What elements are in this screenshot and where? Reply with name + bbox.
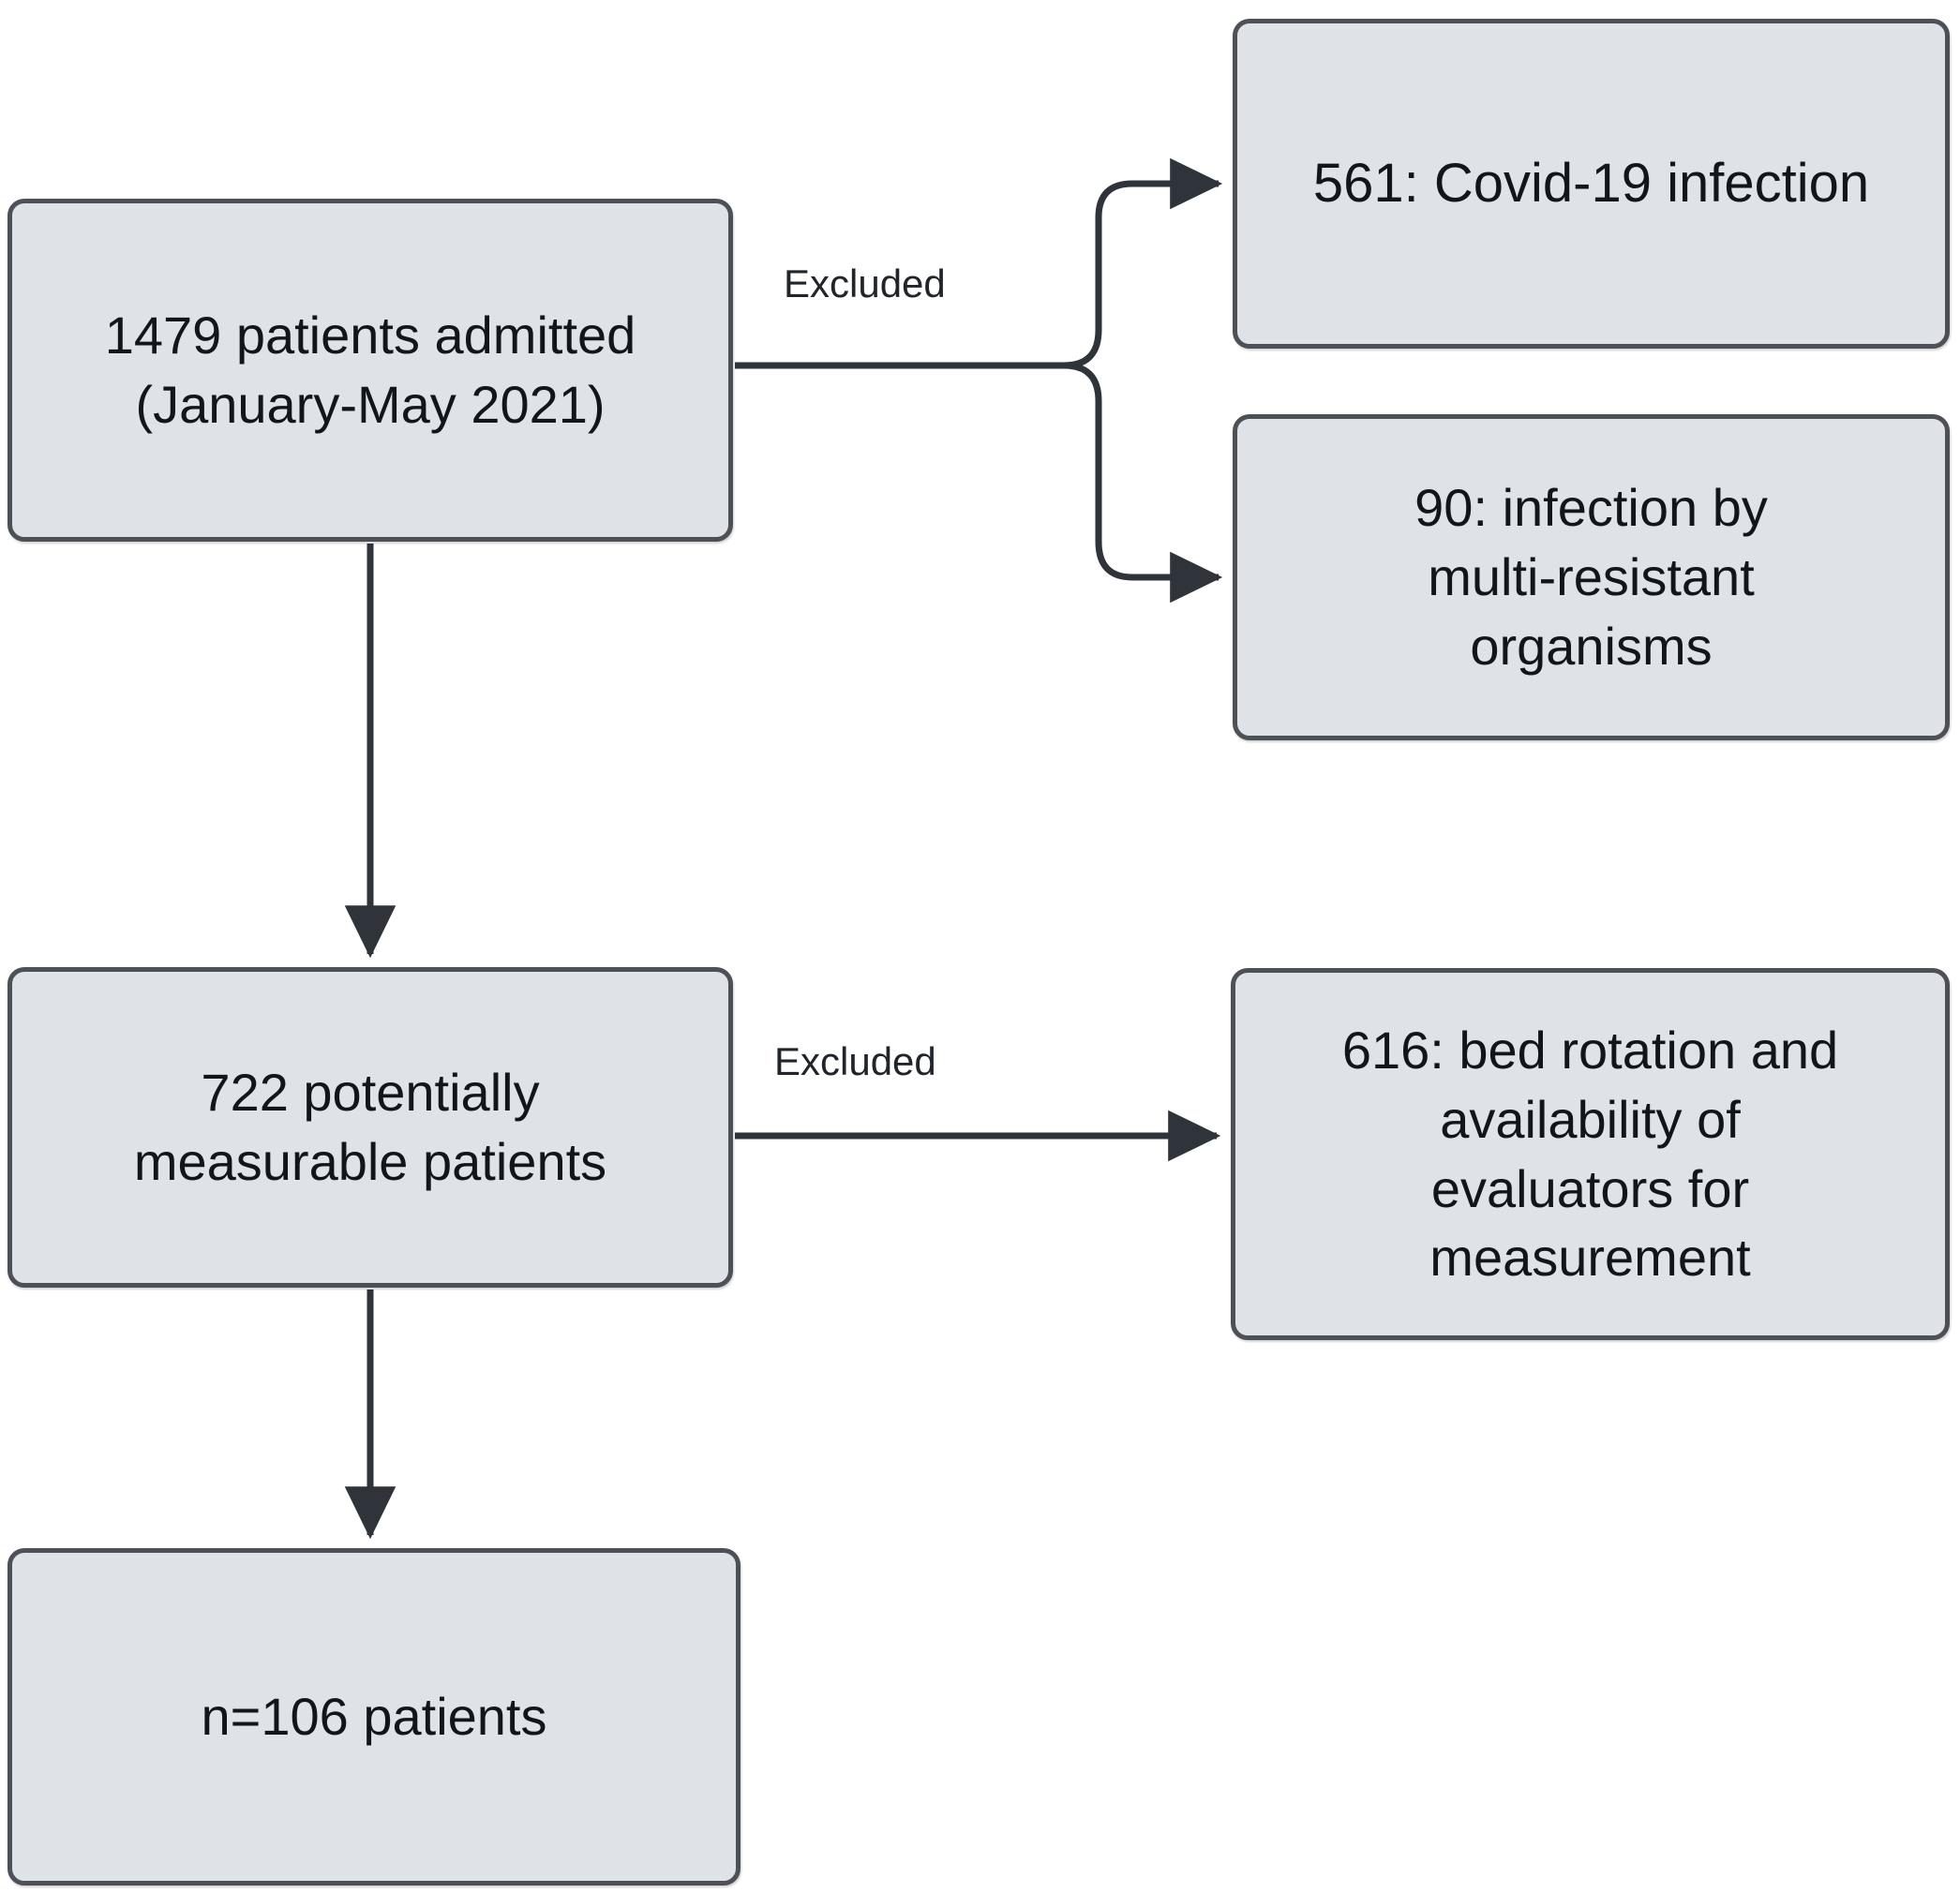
node-potentially-measurable[interactable]: 722 potentially measurable patients [7, 967, 733, 1288]
node-excluded-covid[interactable]: 561: Covid-19 infection [1233, 19, 1950, 349]
node-final-sample[interactable]: n=106 patients [7, 1548, 741, 1886]
node-bedrot-label: 616: bed rotation and availability of ev… [1341, 1020, 1839, 1288]
edge-label-excluded-top: Excluded [784, 261, 946, 306]
node-patients-admitted[interactable]: 1479 patients admitted (January-May 2021… [7, 199, 733, 542]
node-admitted-label: 1479 patients admitted (January-May 2021… [104, 306, 636, 434]
node-measurable-label: 722 potentially measurable patients [133, 1063, 607, 1191]
node-excluded-bed-rotation[interactable]: 616: bed rotation and availability of ev… [1231, 968, 1950, 1340]
node-excluded-multi-resistant[interactable]: 90: infection by multi-resistant organis… [1233, 414, 1950, 740]
node-final-label: n=106 patients [201, 1687, 547, 1747]
node-mdro-label: 90: infection by multi-resistant organis… [1414, 478, 1768, 676]
edge-admitted-to-mdro [1063, 362, 1223, 604]
node-covid-label: 561: Covid-19 infection [1312, 152, 1870, 214]
edge-admitted-to-covid [1063, 157, 1223, 369]
edge-label-excluded-bottom: Excluded [774, 1039, 936, 1083]
